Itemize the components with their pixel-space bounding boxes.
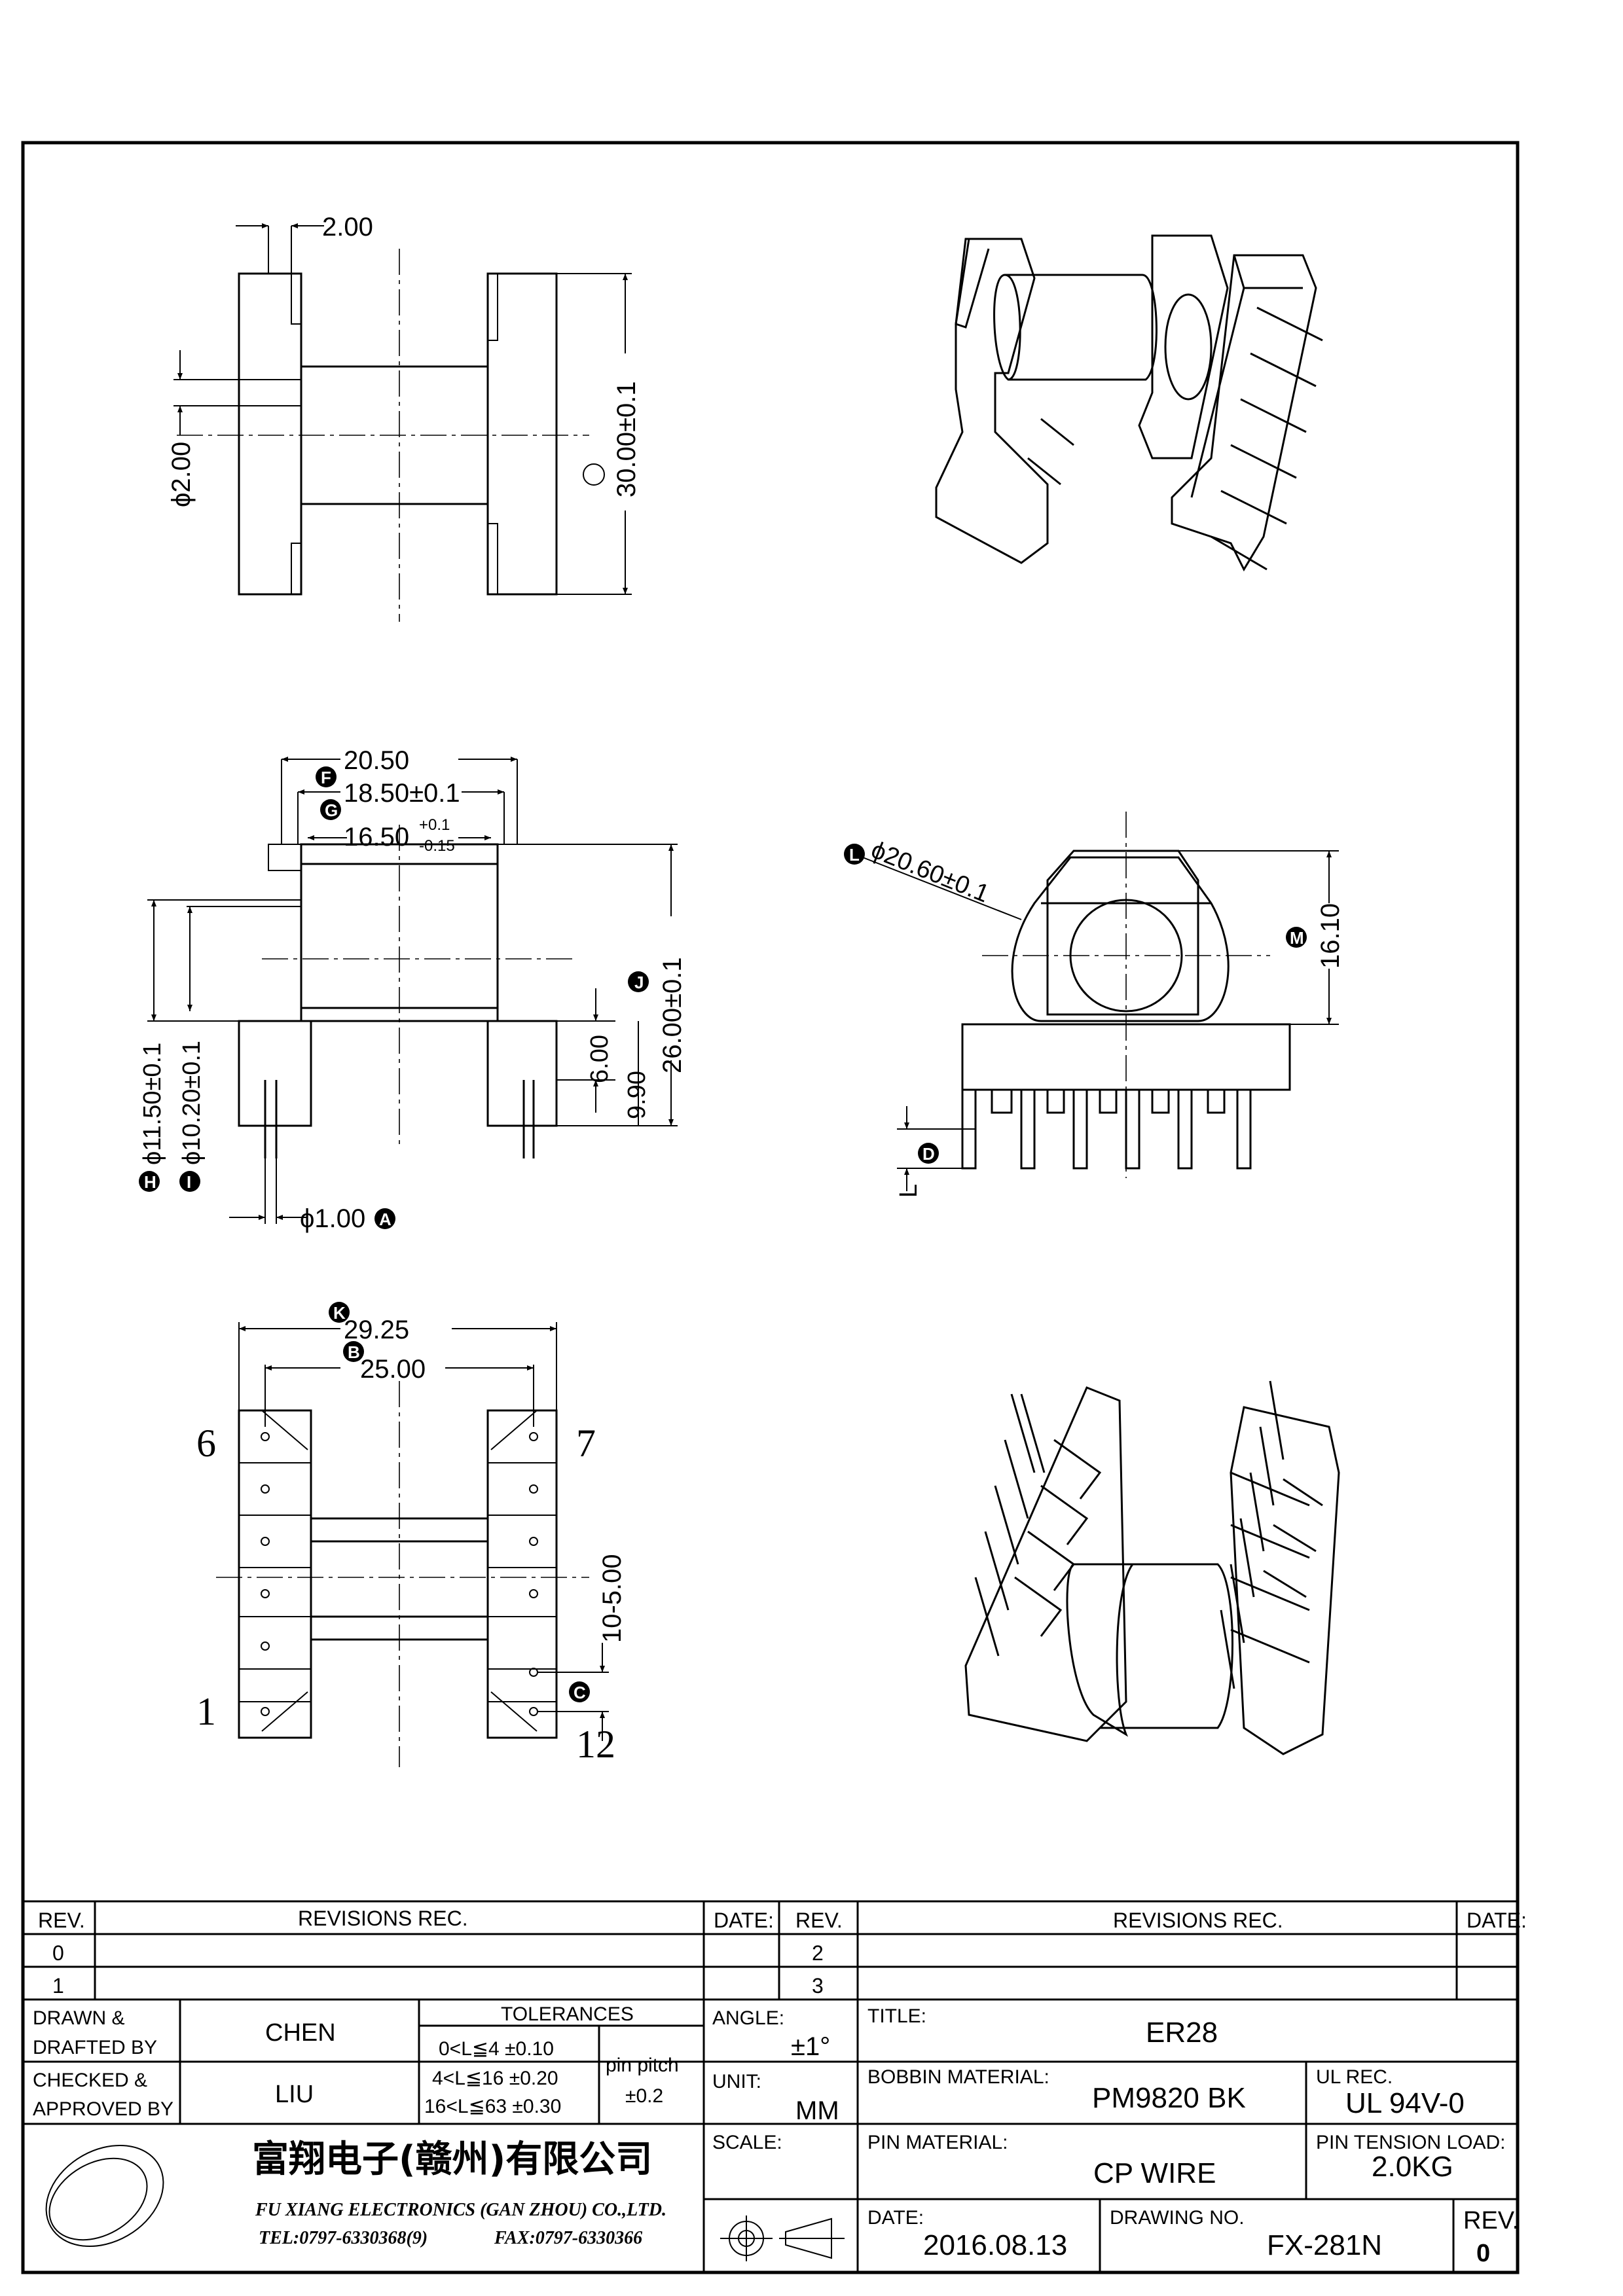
marker-e: E [588, 467, 599, 487]
pin-number-1: 1 [196, 1690, 216, 1733]
projection-symbol [720, 2215, 845, 2261]
marker-b: B [348, 1342, 360, 1362]
dim-inner-1850: 18.50±0.1 [344, 779, 460, 808]
dim-base-600: 6.00 [586, 1035, 613, 1083]
side-view: 2.00 ϕ2.00 30.00±0.1 E [167, 213, 641, 622]
pin-pitch-tol: ±0.2 [625, 2085, 663, 2107]
angle-label: ANGLE: [712, 2007, 784, 2029]
rev-header-right: REV. [795, 1909, 843, 1932]
company-tel: TEL:0797-6330368(9) [259, 2228, 428, 2248]
dim-i-1020: ϕ10.20±0.1 [178, 1041, 206, 1165]
date-label: DATE: [867, 2207, 924, 2229]
rev-value: 0 [1476, 2240, 1490, 2267]
dim-core-tol-upper: +0.1 [419, 816, 450, 834]
dim-base-990: 9.90 [623, 1071, 651, 1119]
tolerance-3: 16<L≦63 ±0.30 [424, 2096, 561, 2117]
dim-width-2050: 20.50 [344, 746, 409, 775]
rev-row-2: 2 [812, 1941, 824, 1965]
ul-rec-value: UL 94V-0 [1345, 2087, 1465, 2119]
drawing-no-value: FX-281N [1267, 2229, 1382, 2261]
title-label: TITLE: [867, 2005, 926, 2027]
dim-pin-100: ϕ1.00 [300, 1204, 365, 1233]
unit-label: UNIT: [712, 2071, 761, 2092]
marker-d: D [922, 1144, 935, 1164]
bottom-view: 29.25 K 25.00 B 10-5.00 C 6 7 1 12 [196, 1302, 627, 1767]
marker-m: M [1290, 928, 1304, 948]
marker-c: C [574, 1683, 586, 1702]
dim-core-tol-lower: -0.15 [419, 837, 455, 855]
date-header-left: DATE: [714, 1909, 774, 1932]
revisions-header-right: REVISIONS REC. [1113, 1909, 1283, 1932]
end-view: L D L ϕ20.60±0.1 16.10 M [844, 812, 1345, 1198]
drawing-no-label: DRAWING NO. [1110, 2207, 1245, 2229]
company-name-en: FU XIANG ELECTRONICS (GAN ZHOU) CO.,LTD. [255, 2200, 666, 2220]
pin-material-label: PIN MATERIAL: [867, 2132, 1008, 2153]
drawn-label-1: DRAWN & [33, 2007, 125, 2029]
dim-pin-diameter: ϕ2.00 [167, 442, 196, 507]
date-header-right: DATE: [1467, 1909, 1527, 1932]
dim-height-1610: 16.10 [1316, 903, 1345, 969]
pin-number-6: 6 [196, 1422, 216, 1465]
front-view: 20.50 F 18.50±0.1 G 16.50 +0.1 -0.15 26.… [139, 746, 687, 1233]
dim-height-30: 30.00±0.1 [612, 381, 641, 497]
title-block: REV. REVISIONS REC. DATE: REV. REVISIONS… [23, 1900, 1527, 2272]
checked-by: LIU [275, 2081, 314, 2108]
scale-label: SCALE: [712, 2132, 782, 2153]
title-value: ER28 [1146, 2017, 1218, 2049]
pin-material-value: CP WIRE [1093, 2157, 1216, 2189]
drawn-by: CHEN [265, 2019, 336, 2047]
marker-i: I [187, 1172, 191, 1192]
pin-tension-label: PIN TENSION LOAD: [1316, 2132, 1506, 2153]
angle-value: ±1° [791, 2032, 830, 2061]
pin-pitch-label: pin pitch [606, 2054, 679, 2076]
marker-g: G [325, 800, 338, 820]
dim-pin-length: L [895, 1184, 922, 1198]
iso-view-top [935, 234, 1323, 572]
checked-label-1: CHECKED & [33, 2070, 147, 2091]
iso-view-bottom [964, 1380, 1340, 1755]
checked-label-2: APPROVED BY [33, 2098, 173, 2120]
dim-pin-pitch: 10-5.00 [598, 1554, 627, 1643]
rev-row-1: 1 [52, 1974, 64, 1998]
marker-f: F [321, 768, 331, 787]
tolerances-header: TOLERANCES [501, 2003, 634, 2025]
pin-tension-value: 2.0KG [1372, 2151, 1453, 2183]
rev-row-3: 3 [812, 1974, 824, 1998]
company-fax: FAX:0797-6330366 [494, 2228, 642, 2248]
rev-row-0: 0 [52, 1941, 64, 1965]
company-logo: FX [45, 2144, 164, 2248]
dim-outer-2925: 29.25 [344, 1316, 409, 1344]
pin-number-12: 12 [576, 1723, 615, 1766]
dim-flange-thickness: 2.00 [322, 213, 373, 242]
tolerance-1: 0<L≦4 ±0.10 [439, 2038, 554, 2060]
unit-value: MM [795, 2096, 839, 2125]
marker-l: L [849, 845, 860, 865]
marker-j: J [634, 973, 644, 992]
marker-k: K [333, 1303, 346, 1323]
dim-dia-2060: ϕ20.60±0.1 [867, 836, 993, 908]
bobbin-material-value: PM9820 BK [1092, 2082, 1246, 2114]
sheet-frame [21, 141, 1520, 2274]
dim-pitch-2500: 25.00 [360, 1355, 426, 1384]
tolerance-2: 4<L≦16 ±0.20 [432, 2068, 558, 2089]
pin-number-7: 7 [576, 1422, 596, 1465]
ul-rec-label: UL REC. [1316, 2066, 1393, 2088]
company-name-cn: 富翔电子(赣州)有限公司 [252, 2138, 652, 2181]
marker-a: A [379, 1210, 392, 1229]
rev-header-left: REV. [38, 1909, 85, 1932]
date-value: 2016.08.13 [923, 2229, 1067, 2261]
bobbin-material-label: BOBBIN MATERIAL: [867, 2066, 1049, 2088]
dim-h-1150: ϕ11.50±0.1 [139, 1043, 166, 1165]
revisions-header-left: REVISIONS REC. [298, 1907, 468, 1930]
drawn-label-2: DRAFTED BY [33, 2037, 157, 2058]
dim-height-2600: 26.00±0.1 [658, 957, 687, 1073]
dim-core-1650: 16.50 [344, 823, 409, 852]
rev-label: REV. [1463, 2207, 1519, 2234]
marker-h: H [144, 1172, 156, 1192]
